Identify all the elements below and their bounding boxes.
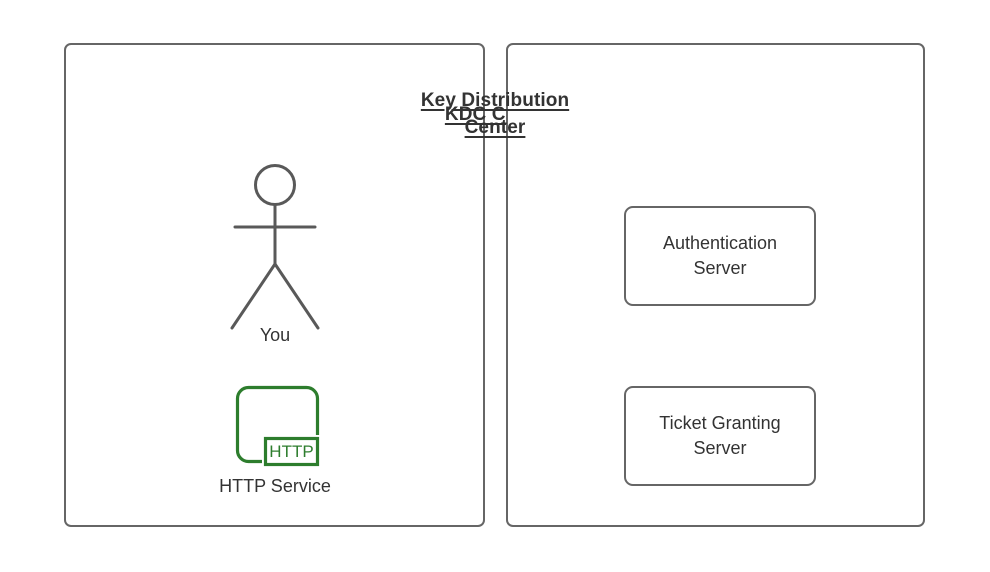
authentication-server-label: Authentication Server bbox=[662, 233, 778, 278]
stick-figure-icon bbox=[230, 164, 320, 330]
actor-you-label: You bbox=[259, 325, 291, 345]
authentication-server-box[interactable]: Authentication Server bbox=[624, 206, 816, 306]
http-service-icon: HTTP bbox=[235, 385, 320, 467]
ticket-granting-server-box[interactable]: Ticket Granting Server bbox=[624, 386, 816, 486]
stick-figure-head bbox=[254, 164, 296, 206]
http-badge-box bbox=[263, 436, 320, 467]
stick-figure-right-leg bbox=[273, 262, 320, 330]
http-service-node[interactable]: HTTP bbox=[228, 380, 322, 470]
http-badge-label: HTTP bbox=[269, 442, 313, 461]
http-service-label: HTTP Service bbox=[219, 476, 331, 496]
actor-you-figure[interactable] bbox=[205, 158, 345, 338]
panel-kdc-title-line-1: Key Distribution bbox=[420, 90, 570, 111]
panel-kdc-title-line-2: Center bbox=[464, 117, 526, 138]
ticket-granting-server-label: Ticket Granting Server bbox=[659, 413, 781, 458]
stick-figure-left-leg bbox=[230, 262, 277, 330]
panel-key-distribution-center-title: Key Distribution Center bbox=[0, 87, 990, 141]
